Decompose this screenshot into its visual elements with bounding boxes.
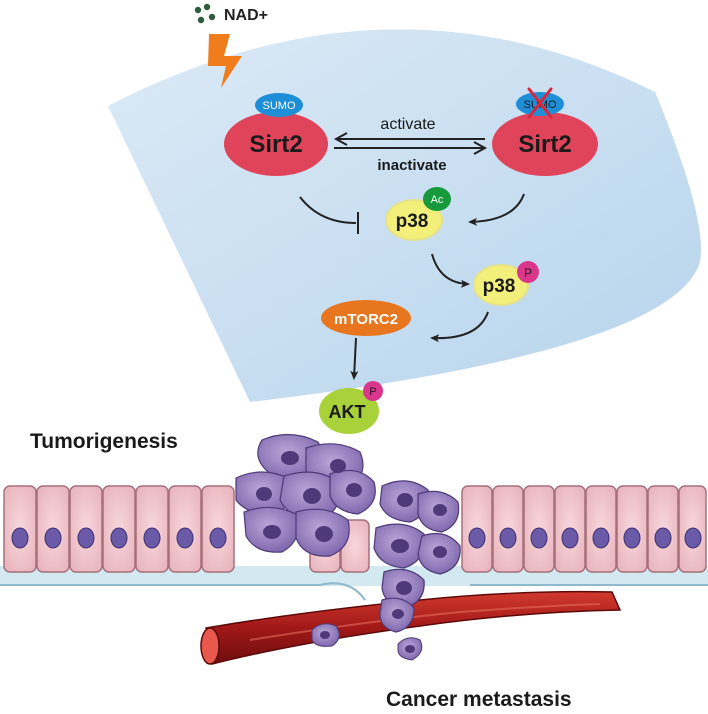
mtorc2-complex: mTORC2 — [321, 300, 411, 336]
sirt2-sumoylated: Sirt2 SUMO — [224, 93, 328, 176]
p38-p-label: p38 — [483, 276, 516, 297]
circulating-tumor-cells — [311, 623, 423, 661]
arrow-to-akt — [350, 337, 359, 380]
p38-ac-label: p38 — [396, 211, 429, 232]
tumor-nuclei-invading — [391, 493, 447, 619]
inactivate-label: inactivate — [377, 157, 446, 174]
inhibition-arrow — [299, 196, 359, 234]
phospho-tag-p38 — [517, 261, 539, 283]
epithelial-nuclei-left — [11, 527, 227, 549]
phospho-akt-label: P — [369, 386, 376, 398]
cross-mark-icon — [527, 87, 553, 119]
sirt2-left-label: Sirt2 — [249, 131, 302, 158]
metastasis-caption: Cancer metastasis — [386, 688, 572, 711]
nad-label: NAD+ — [224, 7, 268, 24]
activation-arrow-to-p38 — [468, 193, 525, 226]
lightning-bolt-icon — [208, 34, 242, 88]
epithelial-nuclei-right — [468, 527, 702, 549]
activate-label: activate — [380, 116, 435, 133]
tumorigenesis-caption: Tumorigenesis — [30, 430, 178, 453]
basement-membrane — [0, 582, 708, 601]
p38-acetylated: p38 Ac — [385, 187, 451, 241]
tumor-nuclei-primary — [256, 451, 362, 542]
akt-label: AKT — [329, 402, 366, 422]
p38-phosphorylated: p38 P — [473, 261, 539, 306]
acetyl-label: Ac — [431, 194, 444, 206]
nad-signal: NAD+ — [194, 3, 268, 24]
sirt2-right-label: Sirt2 — [518, 131, 571, 158]
sumo-left-label: SUMO — [263, 100, 296, 112]
arrow-to-phospho-p38 — [431, 253, 470, 288]
acetyl-tag — [423, 187, 451, 211]
mtorc2-label: mTORC2 — [334, 311, 398, 328]
akt-phosphorylated: AKT P — [319, 381, 383, 434]
sirt2-desumoylated: Sirt2 SUMO — [492, 87, 598, 176]
activation-arrows — [333, 132, 488, 155]
sumo-tag-left — [255, 93, 303, 117]
epithelial-cells-right — [461, 485, 707, 573]
arrow-to-mtorc2 — [430, 311, 489, 343]
phospho-p38-label: P — [524, 266, 532, 280]
phospho-tag-akt — [363, 381, 383, 401]
